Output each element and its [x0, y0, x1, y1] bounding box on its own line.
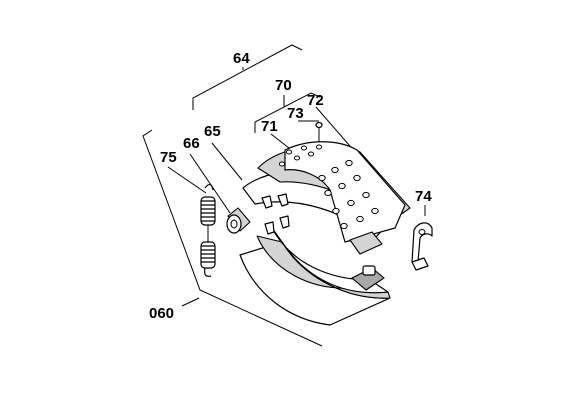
leader-lines	[167, 106, 426, 216]
group-bracket-060	[142, 129, 323, 347]
label-75: 75	[160, 149, 177, 166]
label-66: 66	[183, 135, 200, 152]
label-73: 73	[287, 105, 304, 122]
label-65: 65	[204, 123, 221, 140]
label-64: 64	[233, 50, 250, 67]
spring-clip-74	[411, 222, 433, 271]
label-74: 74	[415, 188, 432, 205]
label-060: 060	[149, 305, 174, 322]
group-bracket-70	[254, 92, 321, 133]
label-72: 72	[307, 92, 324, 109]
rivet-73	[315, 121, 323, 143]
upper-brake-shoe	[242, 141, 411, 255]
return-spring-75	[200, 183, 216, 277]
roller-66	[226, 207, 251, 234]
label-70: 70	[275, 77, 292, 94]
lower-brake-shoe	[239, 215, 391, 326]
group-bracket-64	[192, 44, 303, 110]
label-71: 71	[261, 118, 278, 135]
